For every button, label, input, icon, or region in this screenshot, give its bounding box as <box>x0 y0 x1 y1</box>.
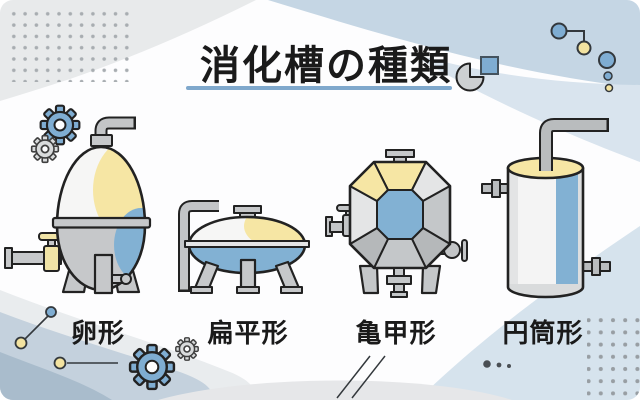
tank-label-cylindrical: 円筒形 <box>502 319 584 349</box>
circle-trio-icon <box>598 51 616 93</box>
cylindrical-tank-illustration <box>481 118 611 299</box>
tank-leg <box>193 260 220 290</box>
dot-grid <box>10 10 132 82</box>
valve-icon <box>481 179 511 198</box>
pie-chart-icon <box>455 62 485 92</box>
title-underline <box>186 86 452 90</box>
tank-leg <box>420 264 442 295</box>
tank-label-flat: 扁平形 <box>207 319 289 349</box>
tank-label-egg: 卵形 <box>70 319 126 349</box>
flat-tank-illustration <box>178 200 310 294</box>
molecule-icon <box>53 356 118 370</box>
background-shape <box>158 380 512 400</box>
dot-row <box>483 360 511 368</box>
diagonal-lines <box>336 355 386 399</box>
background-shape <box>268 0 640 88</box>
cylindrical-tank-body <box>508 168 583 297</box>
tank-leg <box>274 260 301 290</box>
pipe <box>93 253 114 295</box>
gear-icon <box>30 134 60 164</box>
tank-leg <box>239 258 257 290</box>
molecule-icon <box>14 306 57 350</box>
dot-grid <box>587 311 640 400</box>
hexagonal-tank-body <box>349 161 451 269</box>
page-title: 消化槽の種類 <box>200 43 452 89</box>
tank-leg <box>358 264 380 295</box>
molecule-icon <box>550 22 592 56</box>
square-icon <box>480 56 499 75</box>
gear-icon <box>175 337 199 361</box>
egg-tank-illustration <box>4 116 152 295</box>
gear-icon <box>128 343 176 391</box>
hexagonal-tank-illustration <box>325 149 468 298</box>
gear-icon <box>39 104 81 146</box>
background-shape <box>0 352 112 400</box>
tank-label-hexagonal: 亀甲形 <box>355 319 437 349</box>
